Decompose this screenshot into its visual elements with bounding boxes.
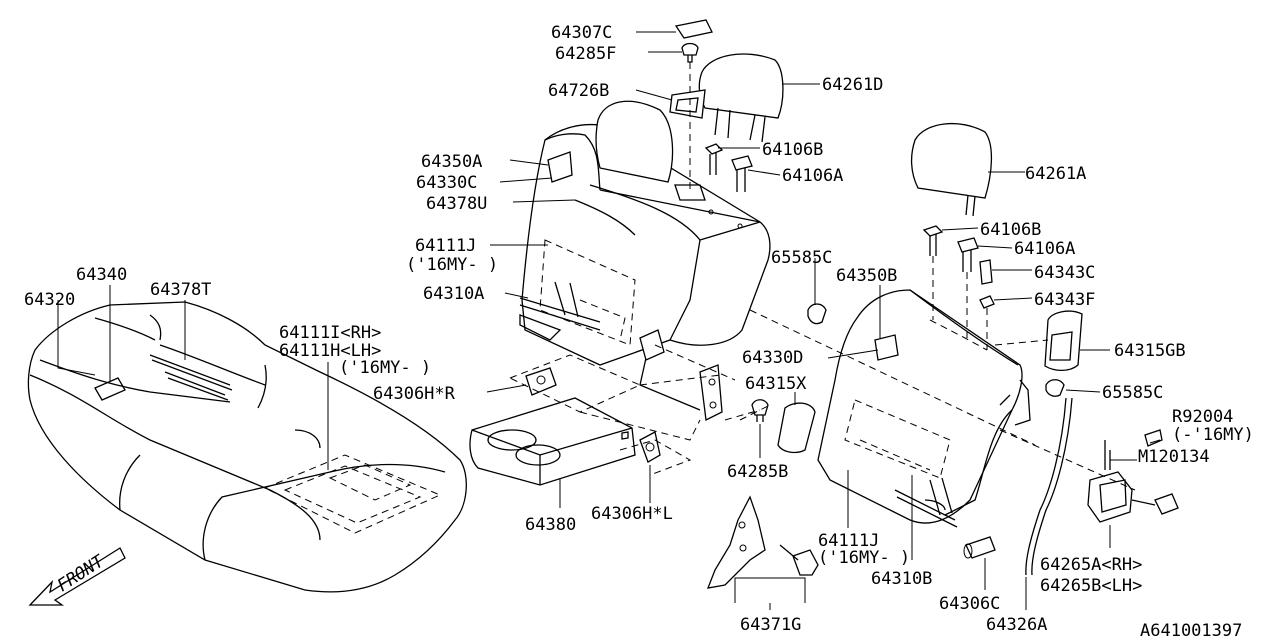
bezel-64315GB-drawing xyxy=(1044,310,1083,372)
pin-64306C-drawing xyxy=(963,536,996,559)
upper-clips-drawing xyxy=(669,19,753,192)
hinge-64306HL-drawing xyxy=(639,431,661,463)
label-64380: 64380 xyxy=(525,515,576,535)
assembly-lines xyxy=(508,309,1136,491)
label-64378T: 64378T xyxy=(150,280,211,300)
label-64343C: 64343C xyxy=(1034,263,1095,283)
label-64320: 64320 xyxy=(24,290,75,310)
lower-brackets-drawing xyxy=(639,329,723,421)
label-65585C-top: 65585C xyxy=(771,248,832,268)
label-64343F: 64343F xyxy=(1034,290,1095,310)
label-64111H-LH: 64111H<LH> xyxy=(279,341,381,361)
label-64265A-RH: 64265A<RH> xyxy=(1040,555,1142,575)
label-64315GB: 64315GB xyxy=(1114,341,1186,361)
label-64261A: 64261A xyxy=(1025,164,1086,184)
label-64371G: 64371G xyxy=(740,615,801,635)
label-64106B-right: 64106B xyxy=(980,220,1041,240)
label-64330D: 64330D xyxy=(742,348,803,368)
leader-lines xyxy=(57,31,1161,610)
front-arrow: FRONT xyxy=(28,547,126,606)
label-M120134: M120134 xyxy=(1138,447,1210,467)
label-R92004: R92004 xyxy=(1172,407,1233,427)
bracket-64371G-drawing xyxy=(706,495,819,589)
cover-64315X-drawing xyxy=(777,402,816,454)
nuts-65585C-drawing xyxy=(807,303,1065,397)
label-64111J-top: 64111J xyxy=(415,236,476,256)
right-seatback-drawing xyxy=(817,289,1031,528)
label-64261D: 64261D xyxy=(822,75,883,95)
label-64106B-top: 64106B xyxy=(762,140,823,160)
label-64106A-top: 64106A xyxy=(782,166,843,186)
label-65585C-right: 65585C xyxy=(1102,383,1163,403)
label-16MY-cushion: ('16MY- ) xyxy=(339,358,431,378)
headrest-64261D-drawing xyxy=(698,53,784,143)
label-64306C: 64306C xyxy=(939,594,1000,614)
label-64350B: 64350B xyxy=(836,266,897,286)
front-label: FRONT xyxy=(54,551,109,597)
label-64315X: 64315X xyxy=(745,374,807,394)
seat-cushion-drawing xyxy=(27,301,467,593)
label-16MY-top: ('16MY- ) xyxy=(406,255,498,275)
label-64350A: 64350A xyxy=(421,152,482,172)
label-64285F: 64285F xyxy=(555,44,616,64)
bolt-64285B-drawing xyxy=(751,399,769,422)
label-64378U: 64378U xyxy=(426,194,487,214)
label-64310A: 64310A xyxy=(423,284,484,304)
label-64726B: 64726B xyxy=(548,81,609,101)
label-64285B: 64285B xyxy=(727,462,788,482)
label-64307C: 64307C xyxy=(551,23,612,43)
armrest-64380-drawing xyxy=(469,397,636,486)
label-64111J-bottom: 64111J xyxy=(818,531,879,551)
label-64310B: 64310B xyxy=(871,569,932,589)
label-64306H-L: 64306H*L xyxy=(591,504,673,524)
diagram-code: A641001397 xyxy=(1140,621,1242,640)
part-labels: 64307C 64285F 64726B 64261D 64350A 64330… xyxy=(24,23,1254,640)
hinge-64306HR-drawing xyxy=(525,367,557,396)
label-64111I-RH: 64111I<RH> xyxy=(279,323,381,343)
left-seatback-drawing xyxy=(519,100,771,411)
headrest-64261A-drawing xyxy=(910,122,995,350)
label-64265B-LH: 64265B<LH> xyxy=(1040,576,1142,596)
label-64330C: 64330C xyxy=(416,173,477,193)
label-64306H-R: 64306H*R xyxy=(373,384,456,404)
label-16MY-r92004: (-'16MY) xyxy=(1172,425,1254,445)
label-16MY-bottom: ('16MY- ) xyxy=(818,548,910,568)
lock-64265-drawing xyxy=(1025,397,1179,576)
label-64340: 64340 xyxy=(76,265,127,285)
label-64326A: 64326A xyxy=(986,615,1047,635)
label-64106A-right: 64106A xyxy=(1014,239,1075,259)
